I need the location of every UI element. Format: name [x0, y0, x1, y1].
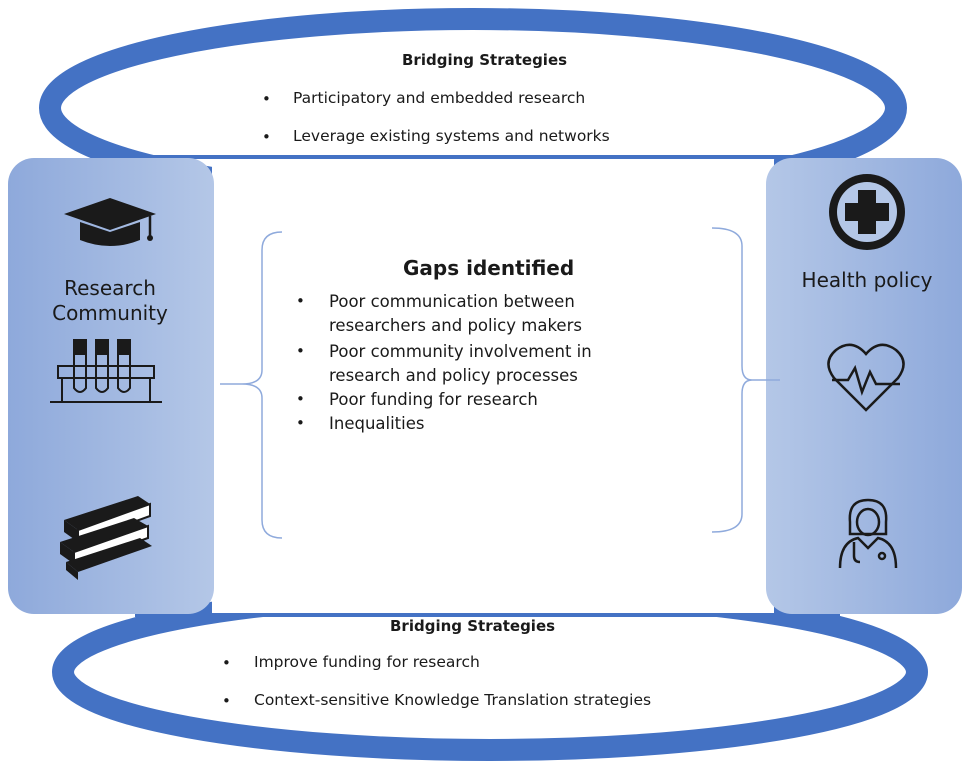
bullet-dot: • [222, 692, 231, 710]
top-bridging-title: Bridging Strategies [402, 51, 568, 69]
top-strategy-item: Leverage existing systems and networks [293, 127, 610, 145]
bottom-strategy-item: Improve funding for research [254, 653, 480, 671]
graduation-cap-icon [64, 198, 156, 246]
center-area [212, 158, 774, 614]
gap-item-line: Poor communication between [329, 292, 575, 311]
bullet-dot: • [296, 292, 305, 310]
gaps-title: Gaps identified [403, 256, 575, 280]
bullet-dot: • [262, 90, 271, 108]
gap-item-line: Inequalities [329, 414, 425, 433]
gap-item: Poor funding for research [329, 388, 538, 412]
bullet-dot: • [262, 128, 271, 146]
research-community-panel [8, 158, 214, 614]
bullet-dot: • [296, 342, 305, 360]
bullet-dot: • [296, 414, 305, 432]
gap-item: Inequalities [329, 412, 425, 436]
bullet-dot: • [296, 390, 305, 408]
health-policy-label: Health policy [801, 268, 933, 292]
gap-item-line: research and policy processes [329, 366, 578, 385]
research-community-line2: Community [52, 301, 168, 325]
gap-item-line: Poor funding for research [329, 390, 538, 409]
bottom-strategy-item: Context-sensitive Knowledge Translation … [254, 691, 652, 709]
heart-pulse-icon [827, 343, 905, 412]
bullet-dot: • [222, 654, 231, 672]
top-strategy-item: Participatory and embedded research [293, 89, 586, 107]
gap-item: Poor communication between researchers a… [329, 290, 582, 338]
gap-item: Poor community involvement in research a… [329, 340, 592, 388]
research-community-label: Research Community [20, 276, 200, 326]
doctor-icon [838, 498, 898, 569]
books-icon [60, 496, 152, 580]
bottom-bridging-title: Bridging Strategies [390, 617, 556, 635]
gap-item-line: Poor community involvement in [329, 342, 592, 361]
medical-cross-icon [829, 174, 905, 250]
test-tubes-icon [50, 339, 162, 403]
research-community-line1: Research [64, 276, 156, 300]
gap-item-line: researchers and policy makers [329, 316, 582, 335]
